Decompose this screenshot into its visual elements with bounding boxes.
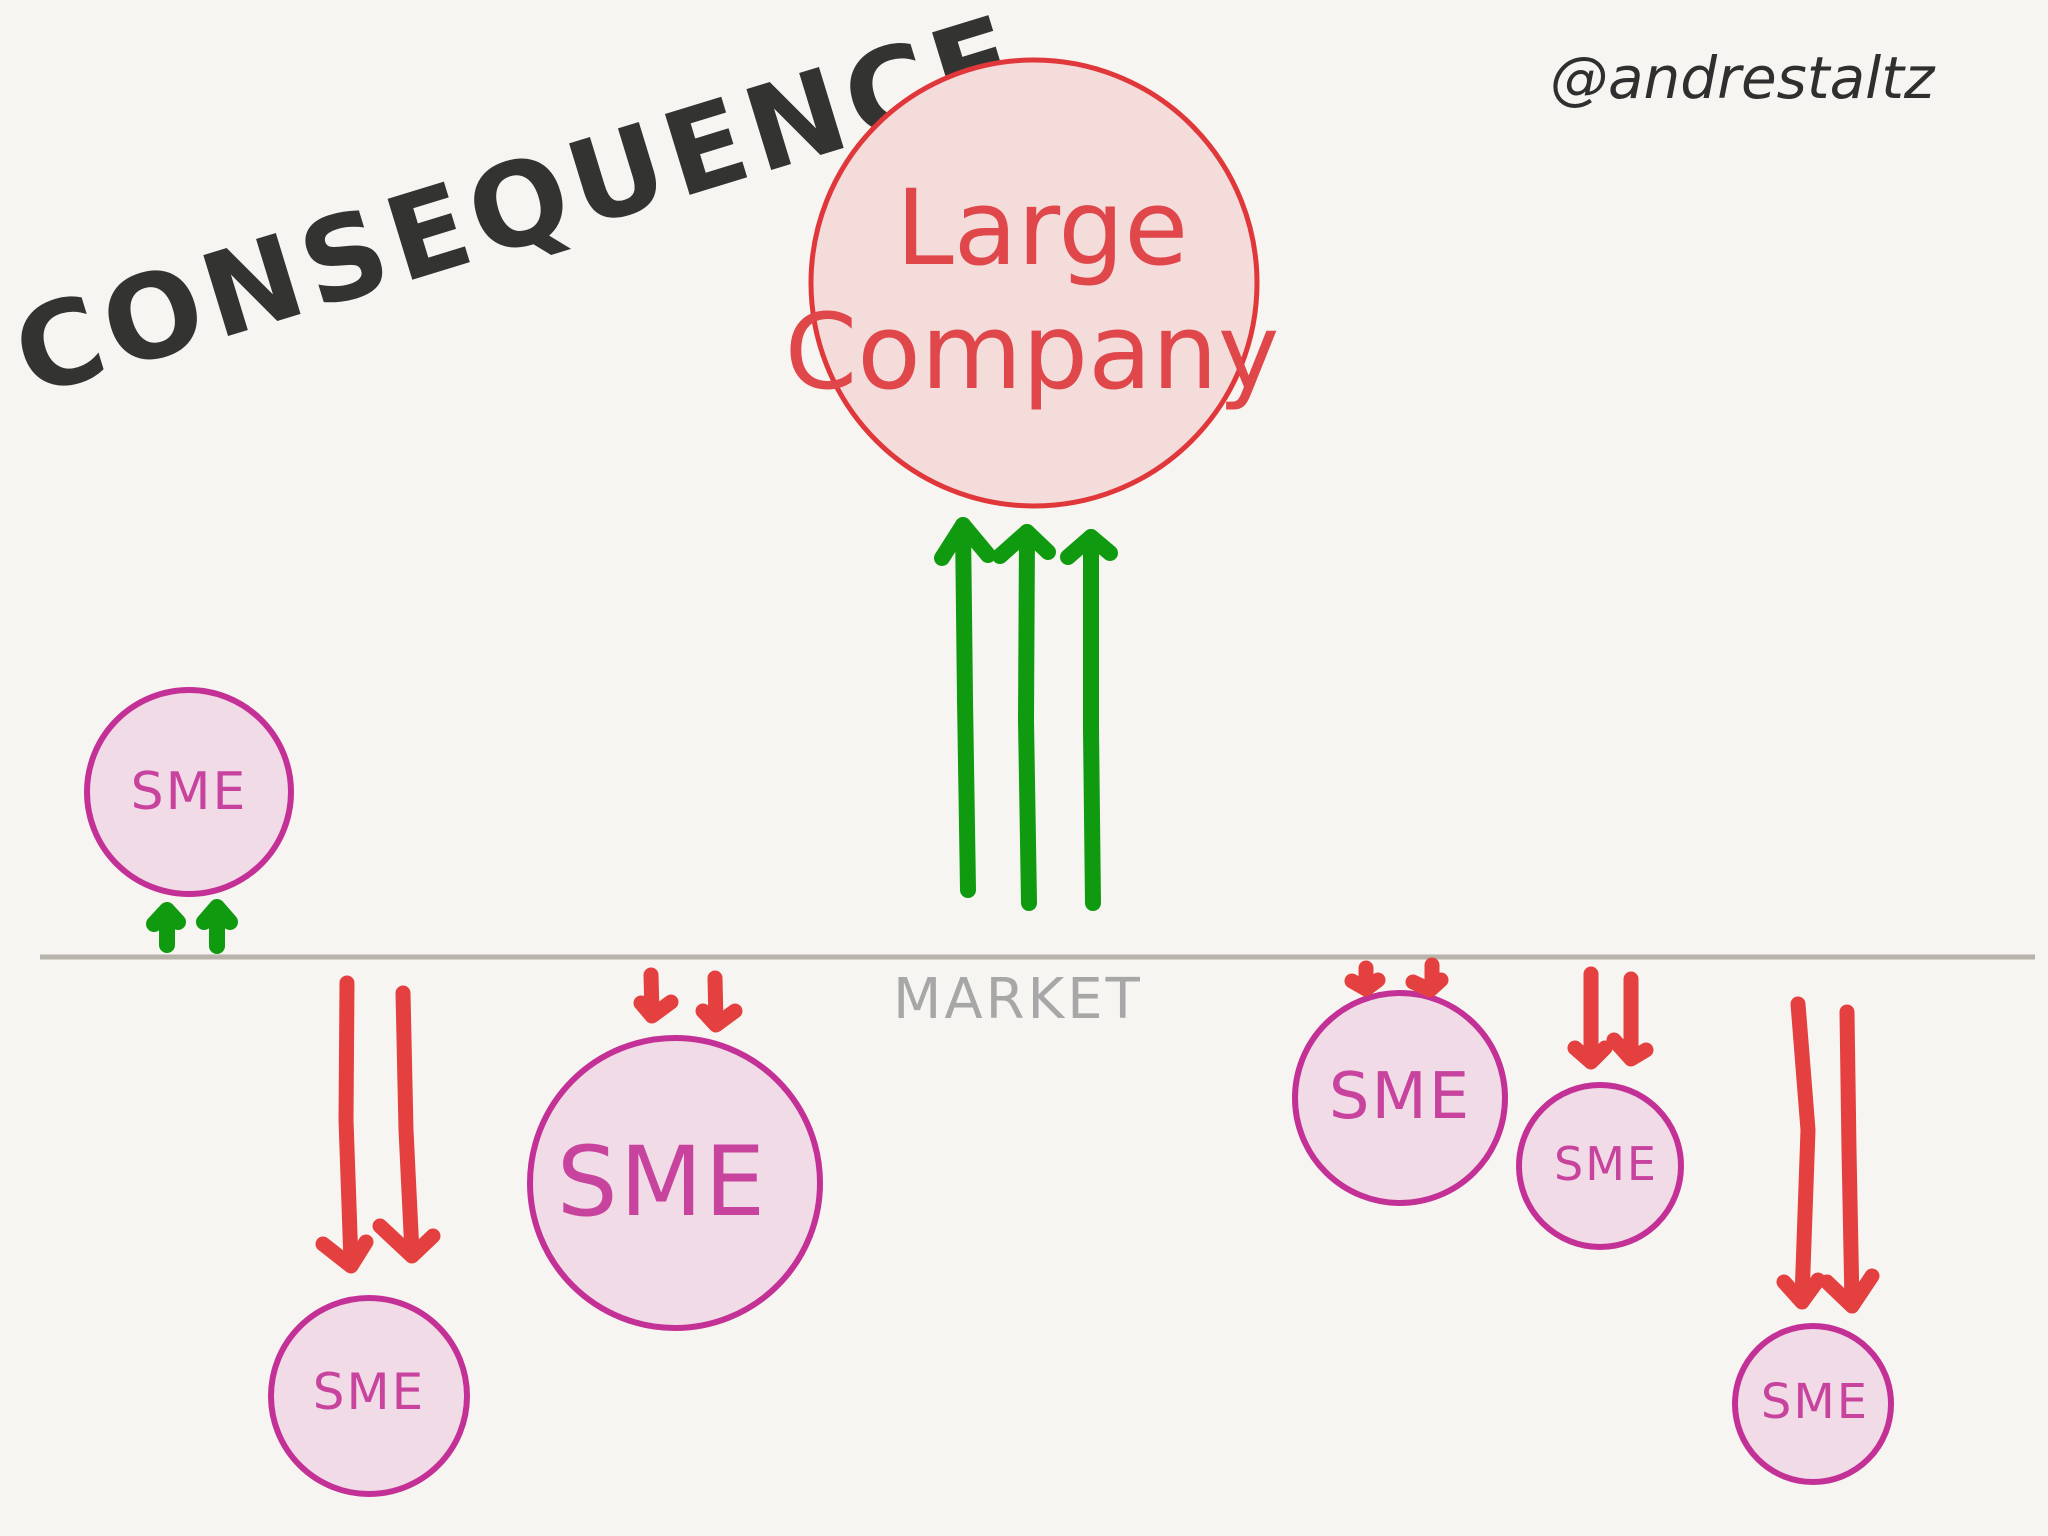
sme-node-5: SME [1516,1082,1684,1250]
sme-5-decline-arrows [1567,966,1654,1070]
sme-label-5: SME [1554,1137,1658,1191]
sme-1-growth-arrows [146,899,238,954]
market-label: MARKET [893,967,1143,1032]
growth-arrow-2-head [992,524,1056,564]
sme-6-decline-arrow-b-head [1819,1268,1880,1314]
sme-6-decline-arrow-b [1839,1004,1860,1311]
sme-node-3: SME [527,1035,823,1331]
sme-1-growth-arrow-a-head [146,902,186,932]
sme-circle-6 [1732,1323,1894,1485]
sme-label-4: SME [1329,1060,1471,1134]
sme-3-decline-arrows [633,967,743,1033]
sme-4-decline-arrow-a-head [1344,972,1386,997]
large-company-circle [808,57,1260,509]
large-company-node: Large Company [785,57,1280,509]
growth-arrow-2 [1018,524,1037,911]
sme-4-decline-arrows [1344,957,1449,998]
sme-circle-4 [1292,990,1508,1206]
large-company-growth-arrows [934,517,1118,911]
sme-2-decline-arrow-b-head [372,1218,441,1264]
sme-label-6: SME [1761,1374,1869,1430]
sme-node-4: SME [1292,990,1508,1206]
large-company-label-line1: Large [896,167,1189,289]
sme-2-decline-arrow-a-head [315,1234,374,1274]
sme-node-2: SME [268,1295,470,1497]
sme-circle-1 [84,687,294,897]
sme-4-decline-arrow-b-head [1405,972,1449,998]
growth-arrow-3-head [1060,529,1118,565]
author-credit: @andrestaltz [1550,44,1936,112]
growth-arrow-1-head [934,517,996,566]
sme-2-decline-arrow-a [338,975,359,1270]
sme-node-6: SME [1732,1323,1894,1485]
growth-arrow-3 [1083,529,1101,911]
sme-3-decline-arrow-a-head [633,994,679,1024]
sme-6-decline-arrow-a-head [1776,1272,1826,1310]
sme-node-1: SME [84,687,294,897]
sme-6-decline-arrows [1776,996,1880,1314]
sme-5-decline-arrow-b-head [1606,1032,1654,1067]
sme-label-3: SME [557,1126,767,1238]
sme-circle-3 [527,1035,823,1331]
large-company-label-line2: Company [785,291,1280,413]
sme-2-decline-arrow-b [395,985,420,1261]
sme-label-1: SME [131,762,248,822]
sme-circle-5 [1516,1082,1684,1250]
sme-2-decline-arrows [315,975,441,1274]
growth-arrow-1 [955,517,976,898]
sme-5-decline-arrow-a-head [1567,1040,1613,1070]
sme-circle-2 [268,1295,470,1497]
sme-label-2: SME [313,1363,425,1421]
sme-1-growth-arrow-b-head [196,899,238,930]
sme-3-decline-arrow-b-head [695,1003,743,1033]
sme-6-decline-arrow-a [1790,996,1816,1306]
